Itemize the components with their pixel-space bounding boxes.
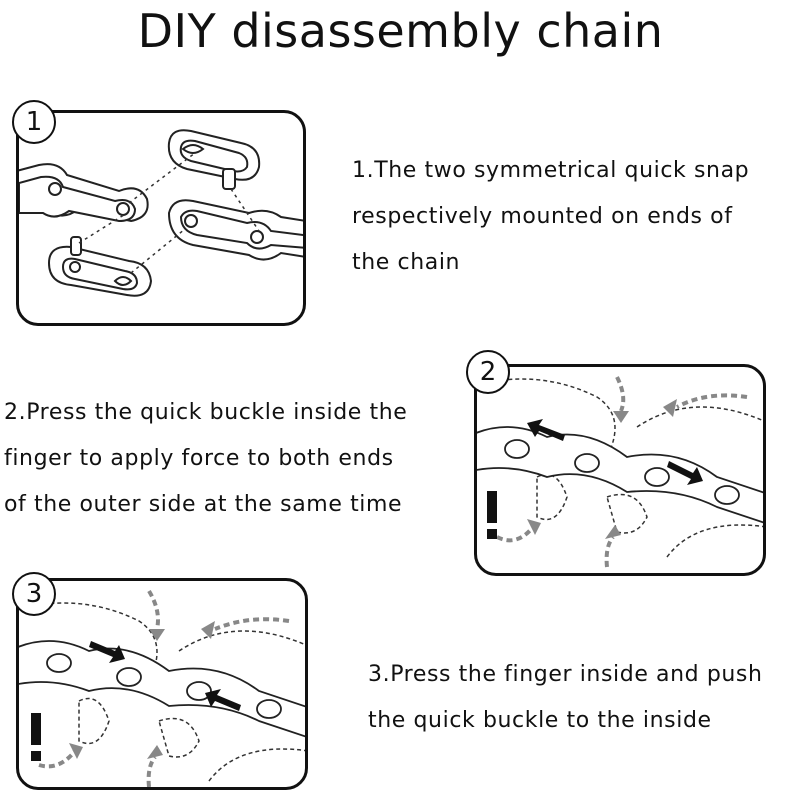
caption-line: respectively mounted on ends of [352,204,733,229]
step-3-illustration [16,578,308,790]
press-arrow-icon [89,641,241,711]
caption-line: of the outer side at the same time [4,492,403,517]
step-3-badge: 3 [12,572,56,616]
step-2-caption: 2.Press the quick buckle inside the fing… [4,390,454,528]
press-arrow-icon [527,419,703,485]
caption-line: 3.Press the finger inside and push [368,662,763,687]
exclamation-icon [31,713,41,761]
step-1-badge: 1 [12,100,56,144]
caption-line: finger to apply force to both ends [4,446,394,471]
hands-chain-diagram [19,589,305,787]
caption-line: 2.Press the quick buckle inside the [4,400,408,425]
step-2-badge: 2 [466,350,510,394]
step-1-caption: 1.The two symmetrical quick snap respect… [352,148,792,286]
caption-line: the chain [352,250,461,275]
caption-line: the quick buckle to the inside [368,708,712,733]
step-1-illustration [16,110,306,326]
page-title: DIY disassembly chain [137,4,664,58]
step-3-caption: 3.Press the finger inside and push the q… [368,652,800,744]
step-2-illustration [474,364,766,576]
caption-line: 1.The two symmetrical quick snap [352,158,750,183]
chain-links-diagram [19,129,303,297]
hands-chain-diagram [477,376,763,568]
exclamation-icon [487,491,497,539]
